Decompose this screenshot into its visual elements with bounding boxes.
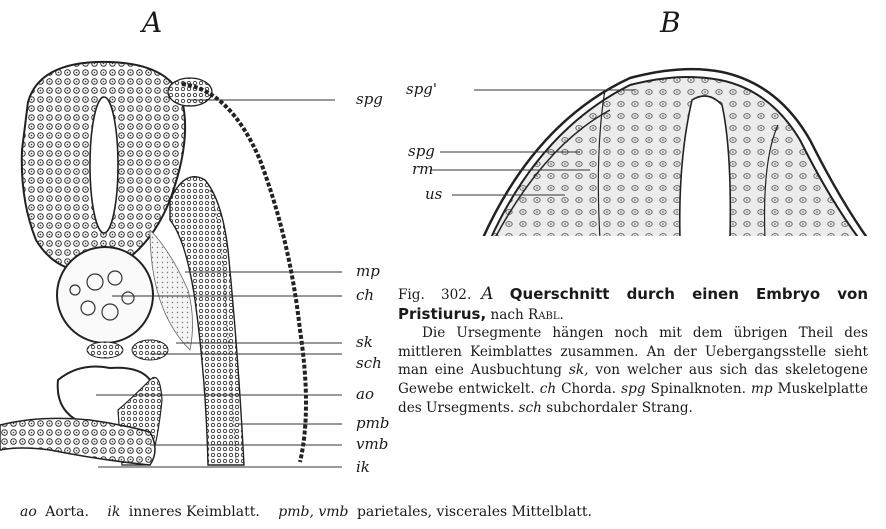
panel-letter-b: B (660, 6, 681, 39)
label-spg-a: spg (356, 92, 383, 107)
panel-letter-a: A (142, 6, 162, 39)
embryo-cross-section-drawing-a (0, 50, 400, 480)
def-ch: Chorda. (561, 381, 616, 397)
caption-author: Rabl. (528, 307, 564, 323)
label-us: us (425, 187, 442, 202)
def-pmb-vmb: parietales, viscerales Mittelblatt. (357, 504, 592, 520)
label-ch: ch (356, 288, 374, 303)
figure-caption: Fig. 302.A Querschnitt durch einen Embry… (398, 285, 868, 417)
abbr-spg: spg (621, 381, 645, 397)
abbr-ik: ik (107, 504, 120, 520)
abbr-pmb-vmb: pmb, vmb (278, 504, 348, 520)
label-vmb: vmb (356, 437, 388, 452)
abbr-sk: sk, (569, 362, 589, 378)
def-ik: inneres Keimblatt. (129, 504, 260, 520)
label-mp: mp (356, 264, 380, 279)
def-ao: Aorta. (45, 504, 89, 520)
label-ao: ao (356, 387, 374, 402)
abbr-ch: ch (540, 381, 556, 397)
def-spg: Spinalknoten. (651, 381, 746, 397)
abbr-mp: mp (751, 381, 773, 397)
label-rm: rm (412, 162, 433, 177)
label-spg-prime: spg' (406, 82, 437, 97)
figure-number: Fig. 302. (398, 287, 471, 303)
caption-after-title: nach (490, 307, 523, 323)
def-sch: subchordaler Strang. (546, 400, 693, 416)
embryo-section-drawing-b (390, 50, 886, 250)
legend-line: ao Aorta. ik inneres Keimblatt. pmb, vmb… (20, 504, 592, 520)
label-sk: sk (356, 335, 373, 350)
figure-letter: A (481, 284, 493, 304)
label-ik: ik (356, 460, 370, 475)
label-pmb: pmb (356, 416, 389, 431)
abbr-ao: ao (20, 504, 37, 520)
abbr-sch: sch (519, 400, 542, 416)
label-sch: sch (356, 356, 382, 371)
label-spg-b: spg (408, 144, 435, 159)
